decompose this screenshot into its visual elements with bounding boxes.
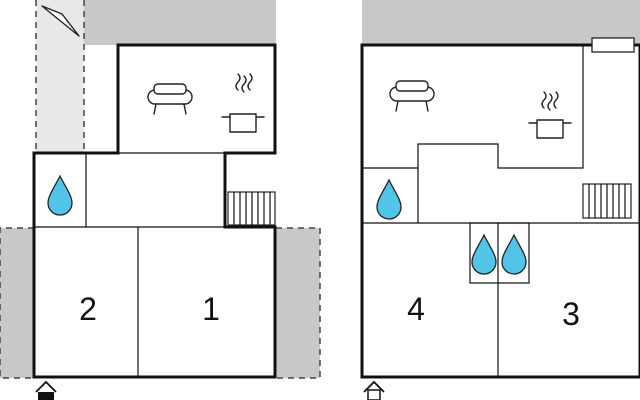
entrance-icon [363, 380, 385, 400]
terrace-right-boundary [276, 227, 321, 379]
cooking-pot-icon [221, 73, 265, 133]
terrace-right [276, 228, 320, 378]
water-drop-icon [501, 233, 527, 275]
cooking-pot-icon [528, 91, 572, 139]
radiator-icon [591, 37, 635, 53]
right-outer-wall [360, 43, 640, 379]
right-floor-plan: 4 3 [360, 0, 640, 400]
left-floor-plan: 2 1 [0, 0, 321, 400]
entrance-icon [35, 380, 57, 400]
stairs-icon [227, 191, 276, 226]
ensuite-box [469, 222, 530, 284]
terrace-left-boundary [0, 227, 34, 379]
terrace-left [0, 228, 34, 378]
room-3-label: 3 [562, 296, 580, 332]
room-2-label: 2 [79, 291, 97, 327]
compass-icon [41, 5, 80, 37]
water-drop-icon [471, 233, 497, 275]
water-drop-icon [47, 174, 73, 216]
terrace-top [84, 0, 276, 45]
living-area-outline [362, 45, 584, 169]
water-drop-icon [376, 178, 402, 220]
sofa-icon [389, 80, 435, 112]
sofa-icon [147, 83, 193, 115]
stairs-icon [582, 183, 632, 219]
side-path [36, 0, 84, 152]
room-4-label: 4 [407, 291, 425, 327]
room-1-label: 1 [202, 291, 220, 327]
